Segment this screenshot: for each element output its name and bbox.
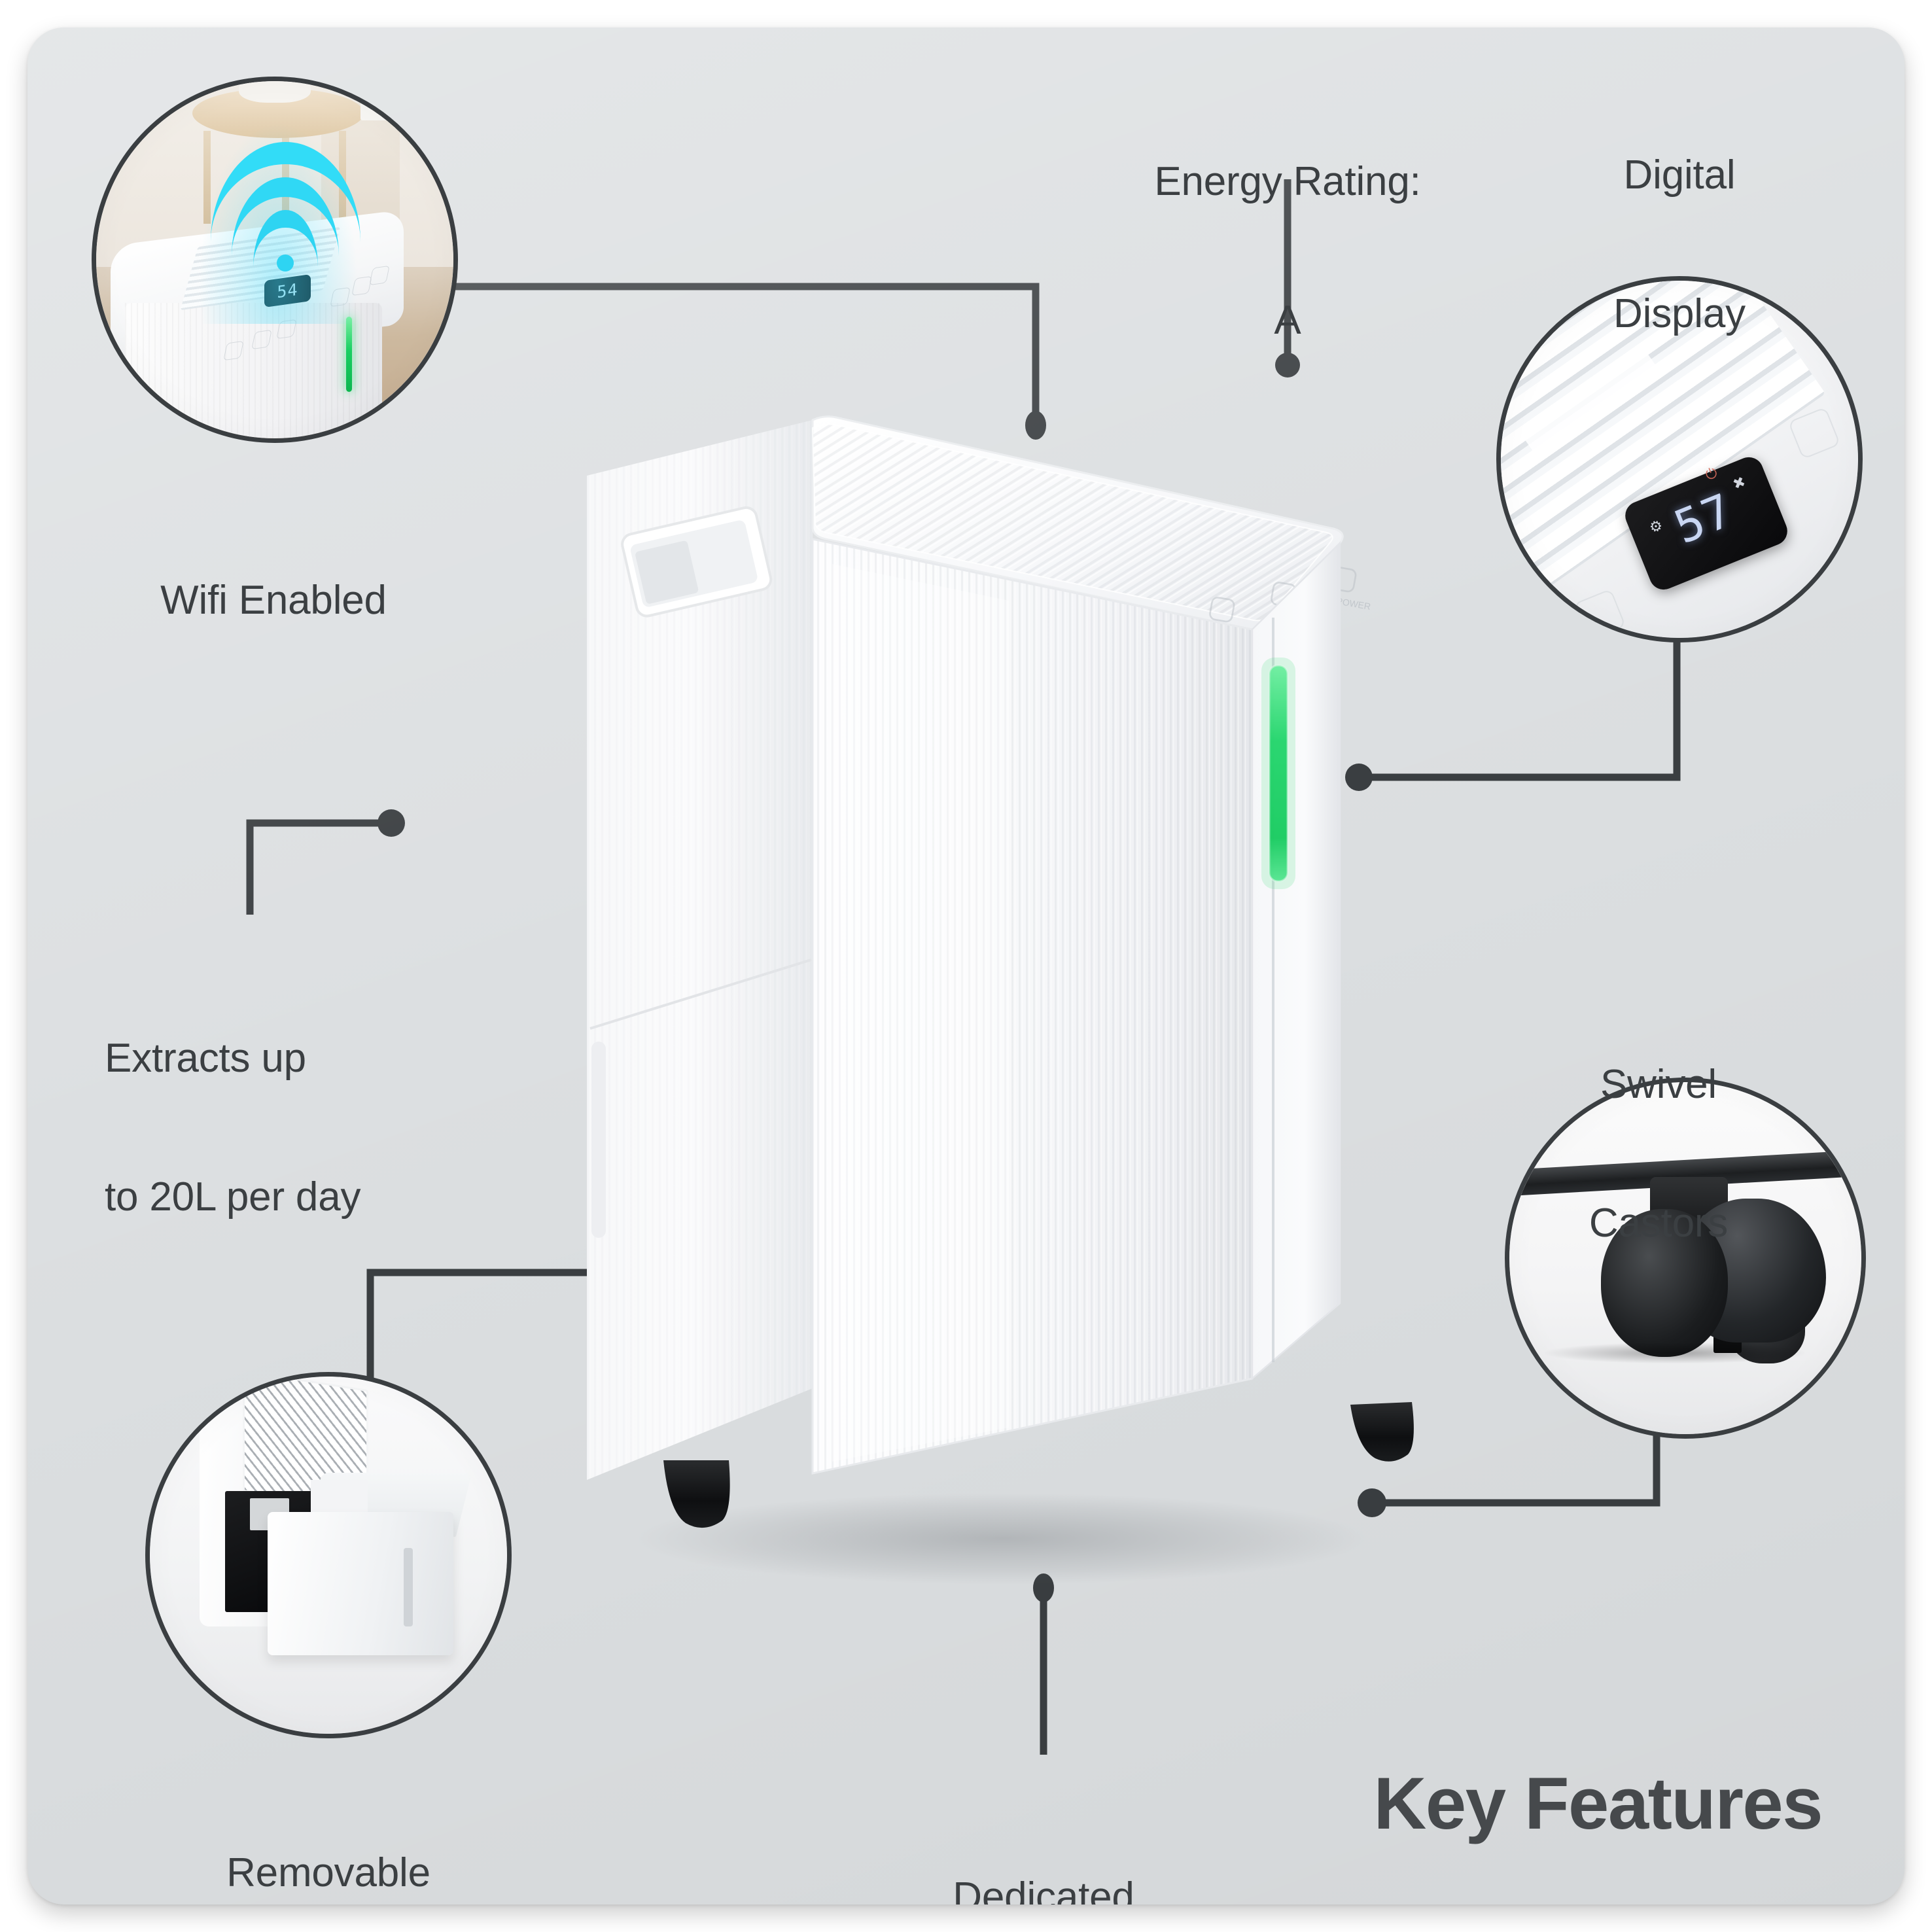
page-title: Key Features [1373, 1763, 1823, 1844]
callout-bubble-water-tank [145, 1372, 512, 1738]
led-indicator-strip [1261, 658, 1295, 889]
product-image-dehumidifier: LOCK FAN TIMER ION MODE POWER 57 [551, 368, 1434, 1611]
callout-label-extraction-rate: Extracts up to 20L per day [105, 1036, 361, 1220]
side-carry-handle [621, 506, 773, 618]
callout-bubble-wifi: 54 [92, 77, 458, 443]
callout-bubble-swivel-castors [1505, 1078, 1866, 1439]
callout-label-water-tank: Removable Water Tank [226, 1850, 430, 1896]
wifi-bubble-led [346, 317, 353, 393]
callout-label-energy-rating: Energy Rating: A [1154, 159, 1421, 343]
svg-text:POWER: POWER [1335, 595, 1371, 612]
callout-bubble-digital-display: 57 ⚙ ✖ ⏻ [1496, 276, 1863, 642]
infographic-card: LOCK FAN TIMER ION MODE POWER 57 [27, 27, 1905, 1905]
callout-label-laundry-mode: Dedicated Laundry Mode [953, 1874, 1134, 1905]
leader-lines [246, 179, 1681, 1755]
callout-label-wifi: Wifi Enabled [160, 578, 387, 624]
callout-label-swivel-castors: Swivel Castors [1589, 1062, 1729, 1246]
castor-wheels [663, 1402, 1414, 1528]
callout-label-digital-display: Digital Display [1613, 152, 1746, 337]
